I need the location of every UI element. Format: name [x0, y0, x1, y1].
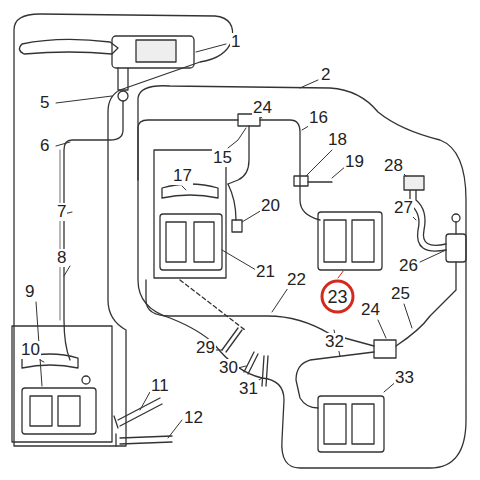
- bolt: [114, 398, 162, 428]
- callout-number: 31: [238, 380, 259, 398]
- brake-line: [228, 184, 236, 220]
- caliper: [318, 396, 384, 452]
- caliper-piston: [352, 404, 374, 444]
- bolt: [116, 434, 172, 446]
- callout-number: 29: [195, 339, 216, 357]
- bleeder: [82, 376, 90, 384]
- switch-wire: [416, 190, 446, 245]
- master-cylinder: [112, 36, 194, 68]
- dashed-guide: [180, 280, 245, 330]
- caliper-piston: [324, 404, 346, 444]
- callout-number: 15: [212, 149, 233, 167]
- callout-number: 11: [150, 377, 170, 395]
- callout-number: 2: [320, 66, 331, 84]
- callout-number: 30: [218, 359, 239, 377]
- caliper-piston: [324, 220, 346, 262]
- clamp: [294, 176, 308, 186]
- region-outline: [138, 86, 466, 468]
- callout-number: 26: [398, 257, 419, 275]
- caliper: [160, 214, 222, 270]
- callout-number: 33: [394, 369, 415, 387]
- pin: [244, 352, 258, 374]
- callout-number: 9: [24, 283, 35, 301]
- brake-line: [455, 222, 456, 234]
- clamp-tab: [308, 181, 332, 182]
- caliper-piston: [352, 220, 374, 262]
- banjo: [118, 68, 128, 90]
- brake-line: [260, 120, 320, 220]
- brake-hose: [64, 101, 123, 360]
- callout-number: 25: [390, 285, 411, 303]
- callout-number: 22: [286, 271, 307, 289]
- callout-number: 23: [327, 287, 347, 307]
- wire-connector: [404, 176, 424, 190]
- leader-lines: [36, 44, 446, 438]
- caliper-piston: [58, 396, 80, 426]
- callout-number: 32: [324, 333, 345, 351]
- pin: [222, 328, 242, 352]
- callout-number: 21: [255, 263, 276, 281]
- callout-number: 1: [230, 33, 241, 51]
- callout-number: 16: [308, 109, 329, 127]
- callout-number: 24: [360, 301, 381, 319]
- caliper-piston: [30, 396, 52, 426]
- callout-number: 28: [383, 157, 404, 175]
- callout-number: 8: [56, 249, 67, 267]
- region-outline: [14, 14, 233, 446]
- switch-fitting: [452, 214, 460, 222]
- callout-number: 10: [20, 341, 41, 359]
- caliper: [318, 212, 382, 270]
- callout-number: 20: [260, 197, 281, 215]
- brake-lever: [19, 39, 118, 54]
- pin: [262, 356, 268, 386]
- brake-switch: [446, 234, 466, 262]
- caliper-box: [12, 326, 112, 442]
- callout-number: 18: [327, 131, 348, 149]
- callout-number: 6: [39, 137, 50, 155]
- callout-number: 27: [393, 199, 414, 217]
- caliper: [22, 388, 96, 434]
- callout-number: 19: [344, 153, 365, 171]
- callout-number: 24: [252, 99, 273, 117]
- reservoir: [136, 40, 176, 62]
- caliper-piston: [194, 222, 214, 262]
- caliper-box: [154, 150, 226, 278]
- callout-number: 7: [56, 203, 67, 221]
- caliper-piston: [166, 222, 186, 262]
- switch-wire: [410, 190, 446, 251]
- callout-number: 17: [172, 167, 193, 185]
- brake-pad: [162, 184, 218, 198]
- brake-line: [296, 352, 374, 408]
- highlight-circle: 23: [320, 279, 355, 314]
- brake-hose: [60, 150, 61, 320]
- banjo-bolt: [118, 91, 128, 101]
- clamp: [232, 220, 242, 232]
- callout-number: 12: [183, 409, 204, 427]
- callout-number: 5: [39, 94, 50, 112]
- junction-block: [374, 340, 396, 358]
